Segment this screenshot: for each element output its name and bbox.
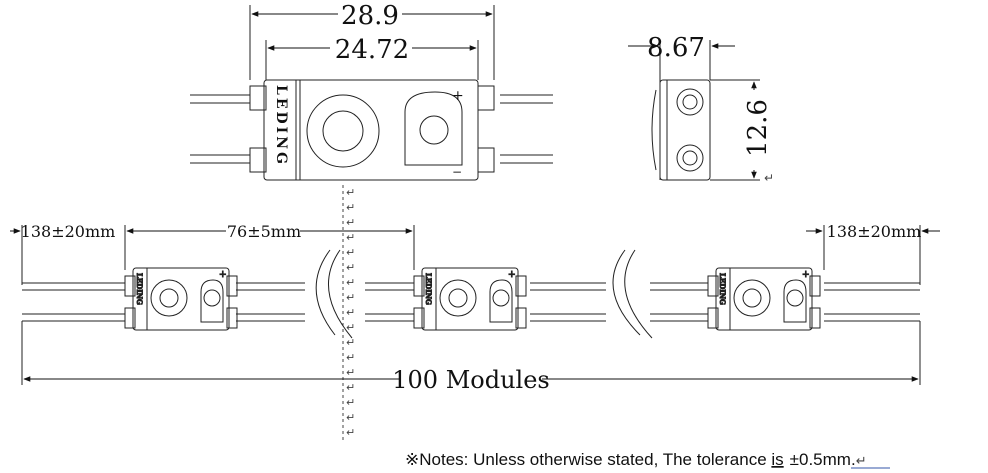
return-mark: ↵ xyxy=(346,366,355,379)
return-mark: ↵ xyxy=(346,291,355,304)
return-mark: ↵ xyxy=(346,426,355,439)
module-string xyxy=(22,249,920,339)
string-module: LEDING + xyxy=(124,267,238,331)
right-lead-label: 138±20mm xyxy=(827,222,922,241)
overall-length-label: 28.9 xyxy=(341,1,399,31)
side-width-label: 8.67 xyxy=(647,33,705,63)
return-marks-column: ↵ ↵ ↵ ↵ ↵ ↵ ↵ ↵ ↵ ↵ ↵ ↵ ↵ ↵ ↵ ↵ ↵ xyxy=(346,186,355,439)
return-mark: ↵ xyxy=(346,216,355,229)
note-is: is xyxy=(771,450,783,469)
return-mark: ↵ xyxy=(346,411,355,424)
note-return-mark: ↵ xyxy=(856,454,867,469)
module-count-label: 100 Modules xyxy=(392,366,549,394)
return-mark: ↵ xyxy=(346,381,355,394)
return-mark: ↵ xyxy=(346,231,355,244)
note-prefix: ※Notes: Unless otherwise stated, The tol… xyxy=(405,450,771,469)
return-mark-side: ↵ xyxy=(764,171,774,185)
body-length-label: 24.72 xyxy=(335,35,409,65)
top-extension-lines xyxy=(249,5,495,80)
left-lead-label: 138±20mm xyxy=(21,222,116,241)
return-mark: ↵ xyxy=(346,261,355,274)
tolerance-note: ※Notes: Unless otherwise stated, The tol… xyxy=(405,450,867,469)
module-row: LEDING + LEDING + LEDING + xyxy=(124,267,821,331)
pitch-label: 76±5mm xyxy=(227,222,301,241)
string-module-plus: + xyxy=(219,270,227,280)
brand-text-large: LEDING xyxy=(273,85,289,167)
return-mark: ↵ xyxy=(346,246,355,259)
string-module: LEDING + xyxy=(707,267,821,331)
string-module-brand: LEDING xyxy=(718,273,727,305)
note-value: ±0.5mm. xyxy=(790,450,856,469)
return-mark: ↵ xyxy=(346,336,355,349)
return-mark: ↵ xyxy=(346,186,355,199)
minus-sign-large: − xyxy=(452,165,462,179)
module-top-view xyxy=(190,79,553,181)
module-side-view xyxy=(651,40,760,181)
string-module-brand: LEDING xyxy=(135,273,144,305)
string-module-plus: + xyxy=(508,270,516,280)
plus-sign-large: + xyxy=(452,88,464,104)
return-mark: ↵ xyxy=(346,396,355,409)
side-height-label: 12.6 xyxy=(743,99,773,157)
return-mark: ↵ xyxy=(346,276,355,289)
string-module-plus: + xyxy=(802,270,810,280)
string-module-brand: LEDING xyxy=(424,273,433,305)
string-extension-lines xyxy=(21,225,921,385)
return-mark: ↵ xyxy=(346,351,355,364)
return-mark: ↵ xyxy=(346,201,355,214)
return-mark: ↵ xyxy=(346,306,355,319)
return-mark: ↵ xyxy=(346,321,355,334)
string-module: LEDING + xyxy=(413,267,527,331)
